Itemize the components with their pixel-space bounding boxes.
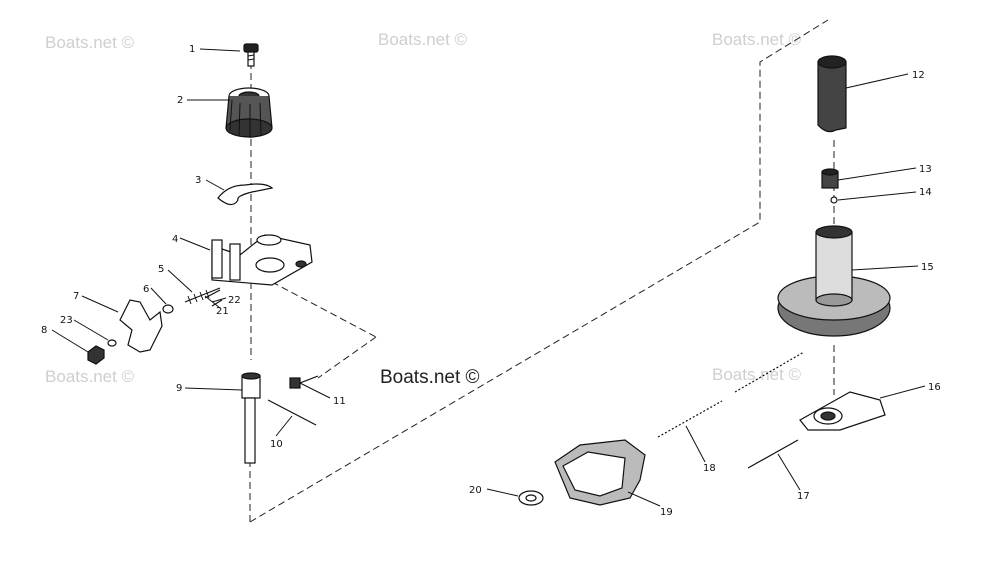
callout-8: 8 xyxy=(41,325,47,336)
part-13-coupling xyxy=(821,168,839,189)
watermark-center: Boats.net © xyxy=(380,367,480,388)
bolt-axis-line xyxy=(271,281,377,338)
part-3-clip xyxy=(217,183,274,206)
callout-3: 3 xyxy=(195,175,201,186)
callout-11: 11 xyxy=(333,396,346,407)
part-8-nut xyxy=(87,345,105,365)
callout-1: 1 xyxy=(189,44,195,55)
callout-21: 21 xyxy=(216,306,229,317)
part-22-pin xyxy=(211,299,223,307)
callout-4: 4 xyxy=(172,234,178,245)
part-23-washer xyxy=(107,339,117,347)
callout-22: 22 xyxy=(228,295,241,306)
callout-6: 6 xyxy=(143,284,149,295)
part-18-rope xyxy=(657,351,805,438)
callout-16: 16 xyxy=(928,382,941,393)
callout-5: 5 xyxy=(158,264,164,275)
callout-2: 2 xyxy=(177,95,183,106)
callout-7: 7 xyxy=(73,291,79,302)
callout-15: 15 xyxy=(921,262,934,273)
watermark-top-left: Boats.net © xyxy=(45,33,135,52)
part-4-bracket xyxy=(211,234,313,286)
callout-17: 17 xyxy=(797,491,810,502)
part-19-handle xyxy=(554,439,646,506)
callout-20: 20 xyxy=(469,485,482,496)
part-12-sleeve xyxy=(817,55,847,133)
part-9-shaft xyxy=(241,372,261,464)
leader-lines xyxy=(51,48,926,507)
callout-19: 19 xyxy=(660,507,673,518)
part-14-ball xyxy=(830,196,838,204)
part-10-pin xyxy=(267,399,317,426)
watermark-right-mid: Boats.net © xyxy=(712,365,802,384)
part-7-lever-plate xyxy=(119,299,163,353)
callout-10: 10 xyxy=(270,439,283,450)
part-6-washer xyxy=(162,304,174,314)
callout-9: 9 xyxy=(176,383,182,394)
part-1-screw xyxy=(243,43,259,67)
watermark-top-right: Boats.net © xyxy=(712,30,802,49)
part-20-washer xyxy=(518,490,544,506)
assembly-boundary-line xyxy=(249,19,829,523)
watermark-left-mid: Boats.net © xyxy=(45,367,135,386)
part-17-pin xyxy=(747,439,799,469)
part-11-bolt xyxy=(289,375,319,389)
part-2-gear xyxy=(225,87,273,138)
callout-23: 23 xyxy=(60,315,73,326)
part-21-pin xyxy=(204,289,221,299)
callout-12: 12 xyxy=(912,70,925,81)
bolt-axis-line-2 xyxy=(317,336,377,379)
part-16-bracket xyxy=(799,391,886,431)
callout-14: 14 xyxy=(919,187,932,198)
watermark-top-center: Boats.net © xyxy=(378,30,468,49)
callout-18: 18 xyxy=(703,463,716,474)
callout-13: 13 xyxy=(919,164,932,175)
part-15-pulley xyxy=(777,225,891,337)
